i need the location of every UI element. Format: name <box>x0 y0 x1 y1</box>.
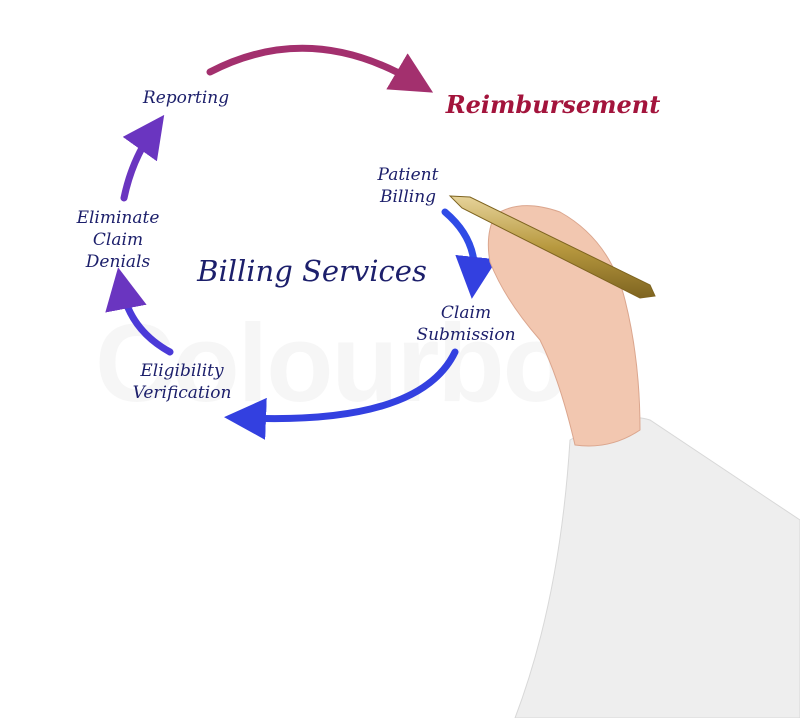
step-label: Reporting <box>142 88 230 108</box>
step-label: Claim <box>440 303 492 323</box>
step-eligibility-verification: Eligibility Verification <box>133 360 232 404</box>
reimbursement-label: Reimbursement <box>445 90 661 119</box>
pen <box>448 195 656 299</box>
step-label: Claim <box>92 230 144 250</box>
step-label: Eligibility <box>140 361 224 381</box>
arrow-eligibility-to-denials <box>105 267 174 356</box>
step-label: Submission <box>416 325 516 345</box>
arrow-billing-to-submission <box>441 208 498 299</box>
step-reporting: Reporting <box>143 87 229 109</box>
step-label: Billing <box>379 187 437 207</box>
arrow-denials-to-reporting <box>120 114 165 202</box>
step-label: Verification <box>132 383 232 403</box>
arrow-submission-to-eligibility <box>224 348 459 440</box>
step-label: Patient <box>377 165 439 185</box>
step-eliminate-claim-denials: Eliminate Claim Denials <box>77 207 160 273</box>
step-label: Eliminate <box>76 208 160 228</box>
step-label: Denials <box>85 252 151 272</box>
sleeve <box>514 417 800 718</box>
center-title: Billing Services <box>197 254 427 288</box>
arrow-reporting-to-reimbursement <box>206 44 434 93</box>
step-patient-billing: Patient Billing <box>378 164 439 208</box>
step-claim-submission: Claim Submission <box>416 302 515 346</box>
